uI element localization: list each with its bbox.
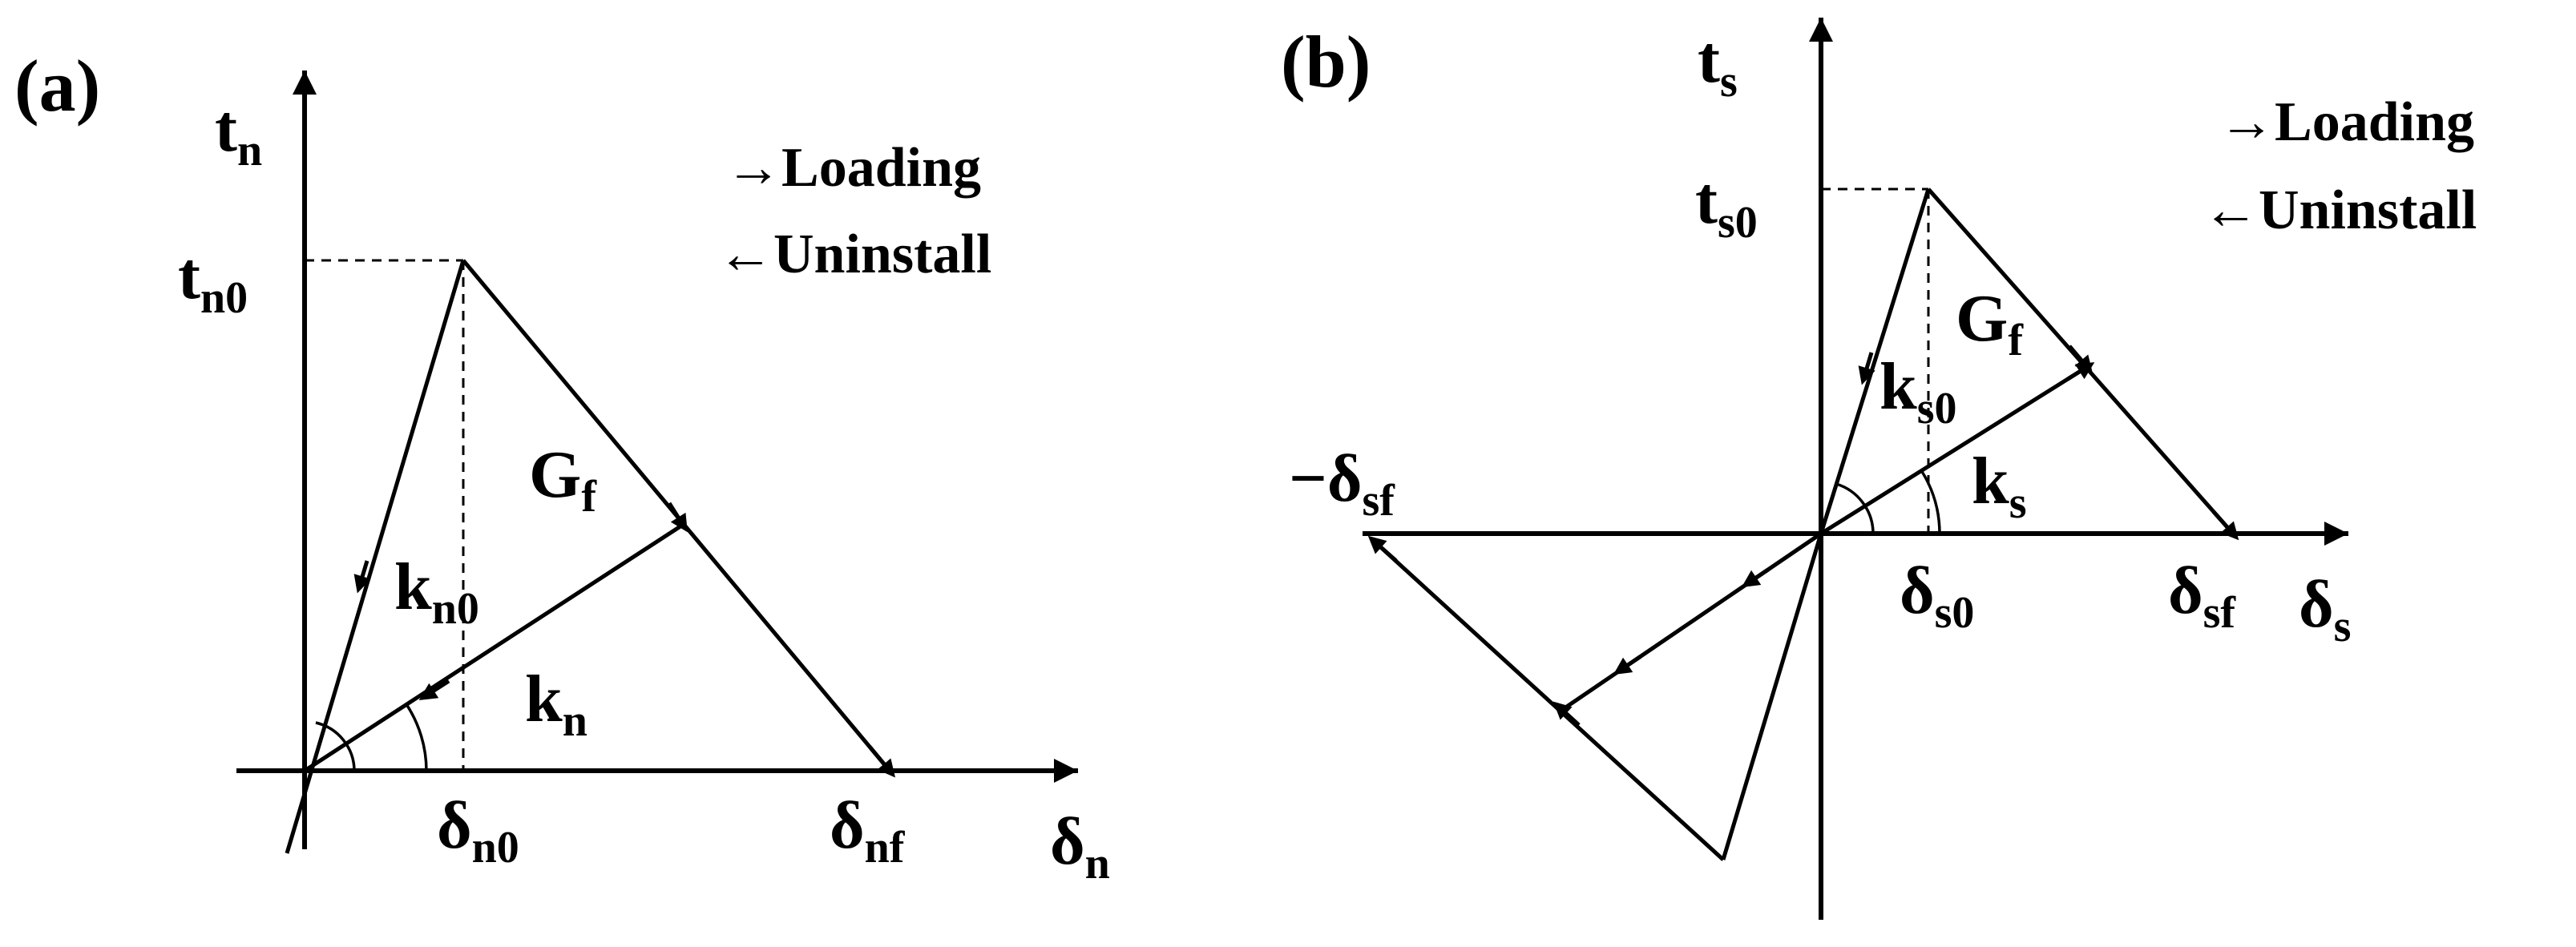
panel-b: (b) ts δs ts0 δs0 δsf −δsf Gf — [1281, 18, 2477, 920]
panel-a-damaged-stiffness-line — [303, 522, 684, 773]
panel-b-label: (b) — [1281, 21, 1371, 103]
panel-b-load-arrow-neg-softening-1 — [1552, 701, 1581, 727]
panel-a-legend-unloading: ←Uninstall — [717, 224, 991, 285]
panel-b-y-axis-label: ts — [1698, 22, 1738, 107]
panel-a-stiffness-label: kn — [525, 662, 587, 746]
panel-b-initial-stiffness-line — [1819, 188, 1931, 534]
panel-a-load-arrow-softening-2 — [868, 745, 896, 778]
panel-a-legend-loading: →Loading — [725, 137, 981, 199]
panel-a-y-axis-label: tn — [215, 91, 262, 175]
panel-b-stiffness-label: ks — [1972, 444, 2027, 528]
panel-b-load-arrow-neg-damaged-2 — [1613, 655, 1641, 675]
panel-b-load-arrow-softening-1 — [2068, 345, 2094, 374]
panel-b-load-arrow-softening-2 — [2212, 510, 2239, 541]
panel-a-label: (a) — [14, 45, 100, 127]
panel-b-peak-disp-label: δs0 — [1900, 554, 1974, 638]
panel-a-angle-arc-k-n0 — [315, 721, 356, 772]
panel-b-neg-final-disp-label: −δsf — [1289, 441, 1395, 526]
panel-a-initial-stiffness-label: kn0 — [394, 550, 479, 634]
panel-b-initial-stiffness-label: ks0 — [1880, 349, 1957, 433]
panel-a-x-axis-label: δn — [1050, 804, 1110, 889]
panel-a: (a) tn δn tn0 δn0 δnf Gf kn0 kn →Loading… — [14, 45, 1110, 889]
panel-a-load-arrow-softening-1 — [667, 502, 688, 533]
panel-b-load-arrow-neg-damaged-1 — [1741, 567, 1770, 588]
panel-b-load-arrow-neg-softening-2 — [1367, 535, 1398, 562]
panel-b-fracture-energy-label: Gf — [1956, 281, 2024, 365]
panel-a-angle-arc-k-n — [405, 703, 428, 772]
panel-b-neg-damaged-stiffness-line — [1558, 531, 1823, 714]
panel-b-neg-initial-stiffness-line — [1721, 533, 1823, 860]
panel-b-angle-arc-k-s — [1920, 469, 1941, 534]
panel-b-legend-loading: →Loading — [2219, 91, 2474, 153]
panel-a-fracture-energy-label: Gf — [529, 437, 597, 522]
panel-b-neg-softening-line — [1373, 540, 1725, 861]
panel-b-legend-unloading: ←Uninstall — [2203, 179, 2477, 241]
panel-b-peak-traction-label: ts0 — [1695, 163, 1758, 248]
panel-a-final-disp-label: δnf — [830, 788, 906, 872]
panel-b-unload-arrow-initial — [1858, 352, 1875, 385]
panel-b-final-disp-label: δsf — [2168, 554, 2236, 638]
panel-a-peak-disp-label: δn0 — [437, 788, 519, 872]
panel-b-angle-arc-k-s0 — [1835, 482, 1875, 534]
panel-a-initial-stiffness-line — [285, 260, 466, 854]
panel-b-x-axis-label: δs — [2299, 567, 2351, 651]
panel-a-peak-traction-label: tn0 — [178, 239, 248, 323]
panel-a-unload-arrow-damaged — [418, 679, 450, 700]
panel-a-unload-arrow-initial — [353, 560, 371, 594]
panel-b-load-arrow-damaged — [2066, 362, 2095, 381]
